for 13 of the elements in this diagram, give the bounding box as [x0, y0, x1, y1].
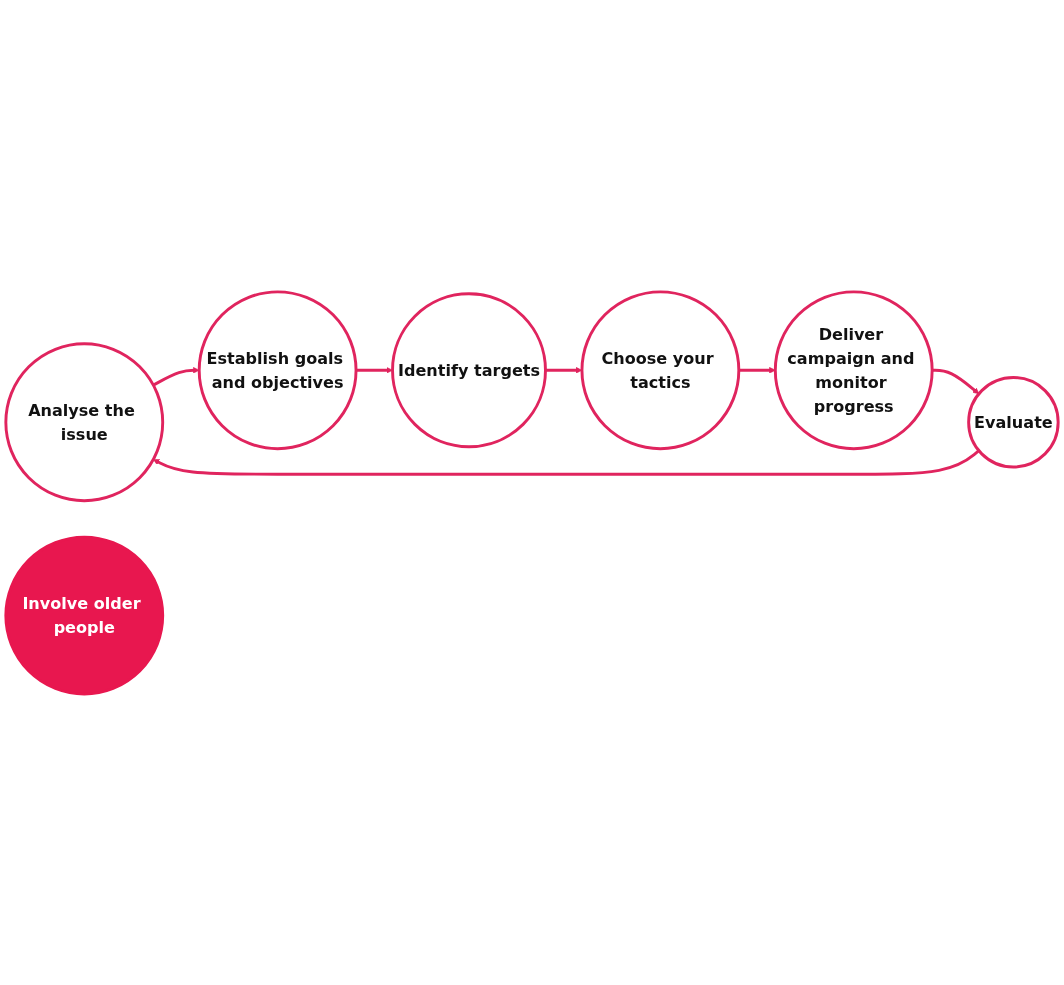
- node-circle: Analyse the issue: [4, 341, 165, 502]
- node-circle: Choose your tactics: [580, 289, 741, 450]
- node-circle: Involve older people: [4, 535, 165, 696]
- arrow: [545, 366, 583, 374]
- node-circle: Deliver campaign and monitor progress: [773, 289, 934, 450]
- arrow: [932, 368, 980, 394]
- arrow: [356, 366, 393, 374]
- node-circle: Establish goals and objectives: [197, 289, 358, 450]
- arrow: [153, 449, 980, 476]
- arrow: [738, 366, 776, 374]
- node-circle: Identify targets: [391, 291, 547, 448]
- arrow: [152, 366, 200, 386]
- node-circle: Evaluate: [967, 375, 1060, 469]
